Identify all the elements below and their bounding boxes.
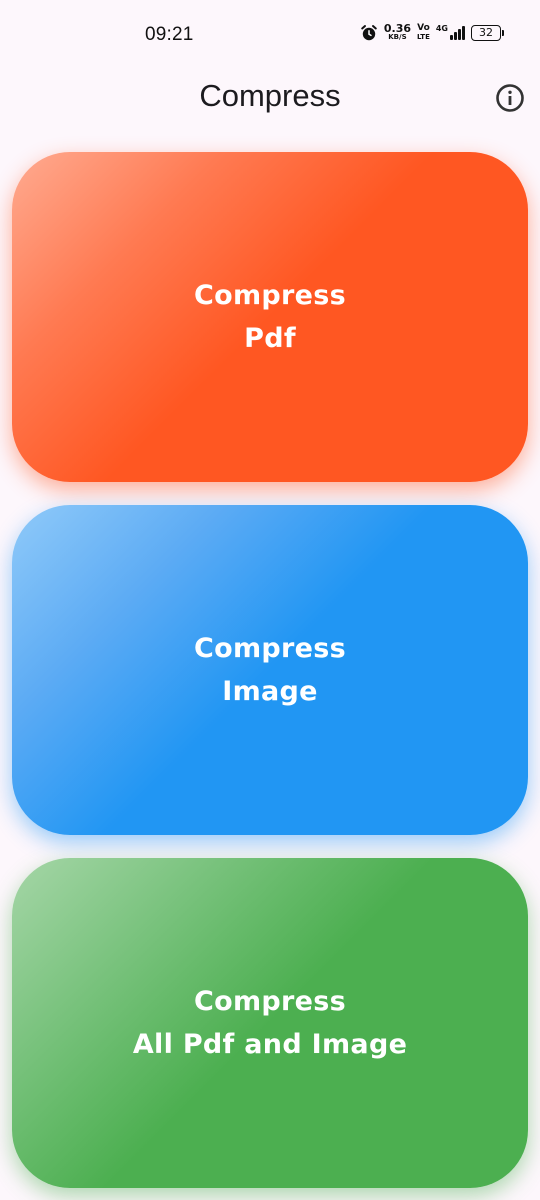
compress-all-button[interactable]: Compress All Pdf and Image bbox=[12, 858, 528, 1188]
compress-pdf-button[interactable]: Compress Pdf bbox=[12, 152, 528, 482]
compress-all-label-line1: Compress bbox=[194, 986, 346, 1017]
compress-pdf-label-line1: Compress bbox=[194, 280, 346, 311]
network-speed-unit: KB/S bbox=[388, 33, 407, 41]
info-button[interactable] bbox=[490, 82, 530, 118]
info-icon bbox=[495, 83, 525, 118]
compress-image-label-line1: Compress bbox=[194, 633, 346, 664]
battery-icon: 32 bbox=[471, 25, 504, 41]
status-bar: 09:21 0.36 KB/S Vo LTE 4G 32 bbox=[0, 0, 540, 70]
signal-icon: 4G bbox=[435, 24, 465, 40]
network-speed: 0.36 KB/S bbox=[383, 22, 411, 42]
compress-all-label-line2: All Pdf and Image bbox=[132, 1029, 408, 1060]
compress-image-label: Compress Image bbox=[194, 627, 346, 713]
compress-image-label-line2: Image bbox=[222, 676, 318, 707]
network-type-label: 4G bbox=[435, 24, 448, 33]
battery-level: 32 bbox=[471, 25, 501, 41]
status-icons: 0.36 KB/S Vo LTE 4G 32 bbox=[360, 22, 504, 42]
page-title: Compress bbox=[199, 78, 341, 113]
compress-pdf-label: Compress Pdf bbox=[194, 274, 346, 360]
alarm-icon bbox=[360, 24, 378, 42]
compress-pdf-label-line2: Pdf bbox=[244, 323, 296, 354]
status-time: 09:21 bbox=[145, 24, 194, 45]
app-bar: Compress bbox=[0, 70, 540, 126]
compress-image-button[interactable]: Compress Image bbox=[12, 505, 528, 835]
compress-all-label: Compress All Pdf and Image bbox=[133, 980, 407, 1066]
network-speed-value: 0.36 bbox=[383, 22, 411, 35]
volte-icon: Vo LTE bbox=[417, 24, 430, 42]
volte-bottom-label: LTE bbox=[417, 33, 430, 41]
volte-top-label: Vo bbox=[417, 23, 430, 33]
